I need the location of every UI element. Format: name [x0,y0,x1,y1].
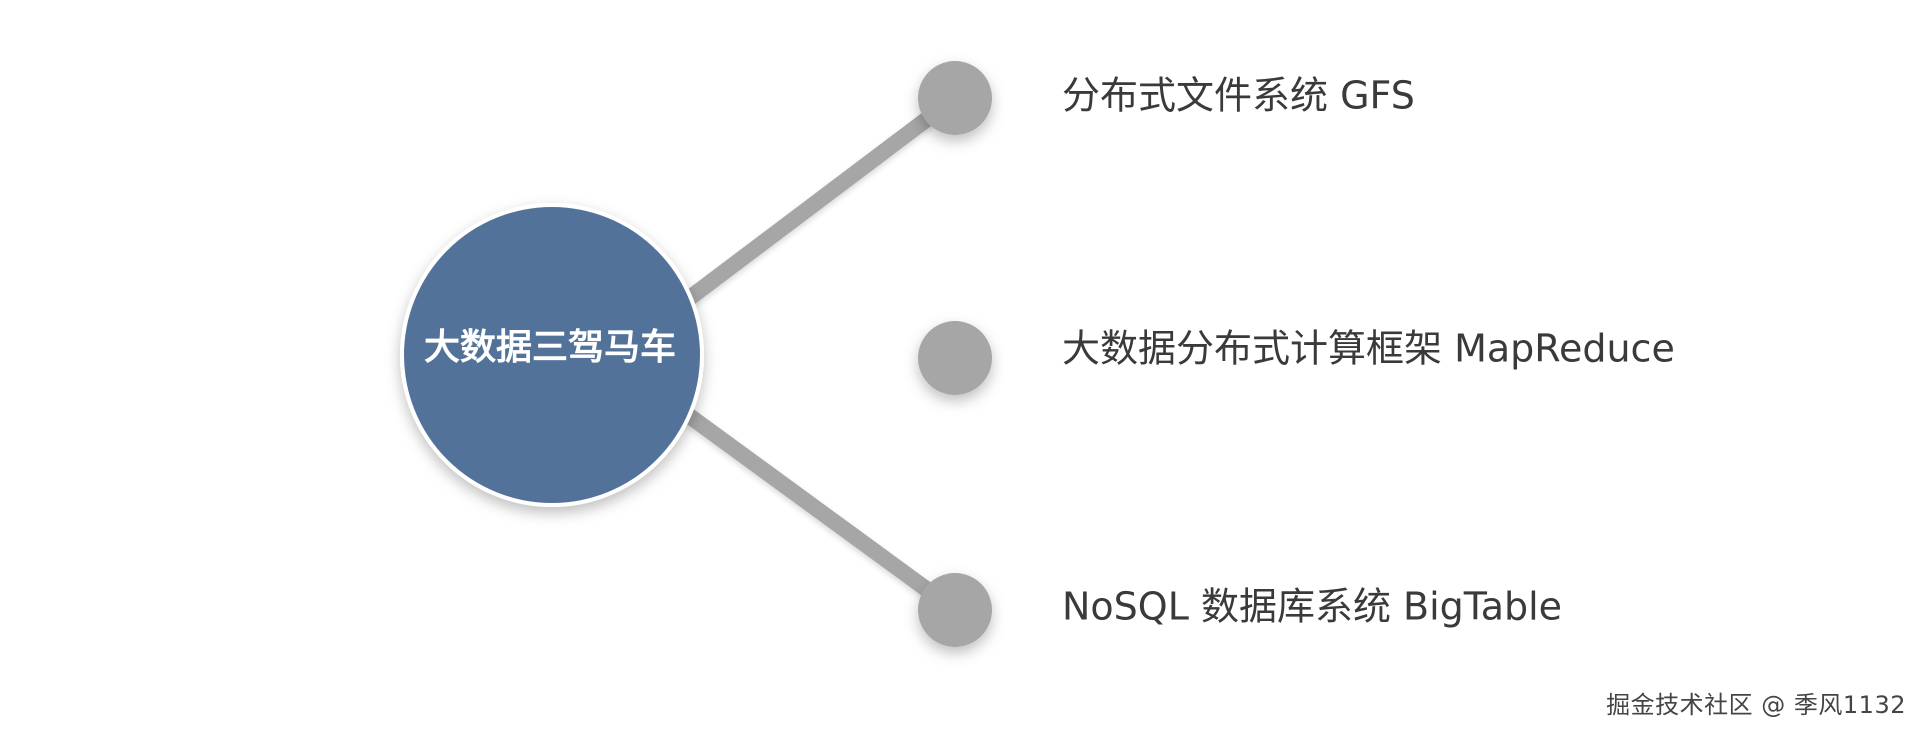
watermark: 掘金技术社区 @ 季风1132 [1606,691,1906,719]
branch-node-gfs [918,61,992,135]
branch-node-mapreduce [918,321,992,395]
branch-label-gfs: 分布式文件系统 GFS [1062,74,1415,118]
branch-label-bigtable: NoSQL 数据库系统 BigTable [1062,585,1562,629]
center-node [400,203,704,507]
branch-node-bigtable [918,573,992,647]
center-label: 大数据三驾马车 [424,327,676,368]
branch-label-mapreduce: 大数据分布式计算框架 MapReduce [1062,327,1675,371]
